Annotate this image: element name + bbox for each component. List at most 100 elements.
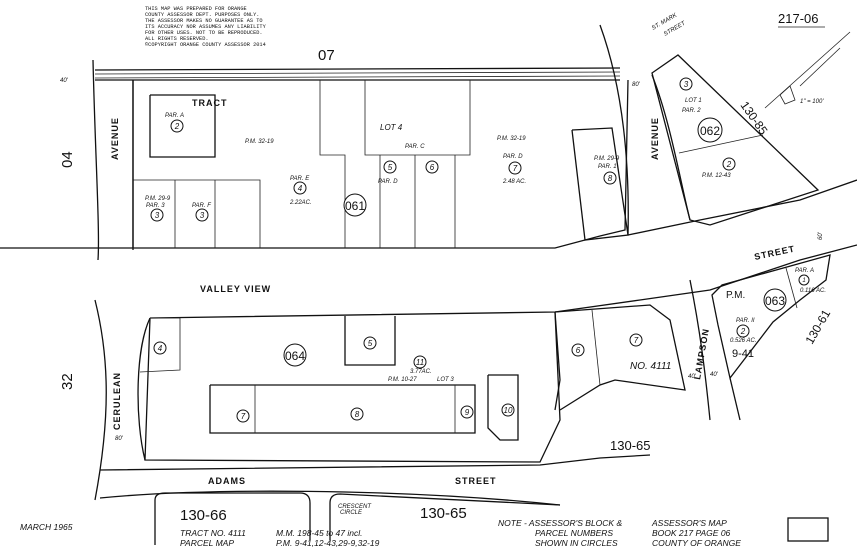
adjacent-map-right-mid: 130-61 — [802, 307, 833, 347]
adjacent-map-top: 07 — [318, 47, 335, 64]
parcel-number: 9 — [460, 405, 474, 419]
map-label: 0.116 AC. — [800, 288, 826, 294]
parcel-number: 5 — [363, 336, 377, 350]
parcel-line — [785, 267, 798, 309]
street-label-street-bottom: STREET — [455, 476, 497, 486]
map-label: 9 — [465, 408, 470, 417]
book-line: BOOK 217 PAGE 06 — [652, 528, 731, 538]
street-label-street-right: STREET — [753, 244, 796, 262]
map-line — [343, 193, 367, 217]
avenue-left-edge — [92, 59, 100, 261]
map-line — [283, 343, 307, 367]
map-line — [94, 75, 621, 79]
parcel-number: 5 — [383, 160, 397, 174]
street-label-cerulean: CERULEAN — [112, 372, 122, 430]
map-label: TRACT — [192, 98, 228, 108]
map-label: PAR. F — [192, 203, 211, 209]
parcel-map-label: PARCEL MAP — [180, 538, 234, 548]
map-line — [799, 47, 841, 87]
map-line — [798, 274, 810, 286]
cerulean-west-edge — [94, 299, 107, 501]
block-063 — [711, 254, 831, 380]
disclaimer-line: ALL RIGHTS RESERVED. — [145, 36, 209, 42]
map-label: 2 — [740, 327, 746, 336]
mm-reference: M.M. 198-45 to 47 incl. — [276, 528, 362, 538]
parcel-number: 11 — [413, 355, 427, 369]
legend-box — [787, 517, 829, 542]
book-line: ASSESSOR'S MAP — [651, 518, 727, 528]
map-line — [779, 85, 796, 105]
parcel-number: 3 — [679, 77, 693, 91]
map-label: 2.48 AC. — [502, 179, 526, 185]
map-label: 1 — [802, 278, 805, 284]
map-line — [508, 161, 522, 175]
map-label: P.M. 29-9 — [594, 156, 620, 162]
note-line: SHOWN IN CIRCLES — [535, 538, 618, 548]
map-line — [413, 355, 427, 369]
adjacent-map-left-top: 04 — [59, 151, 76, 168]
map-line — [94, 67, 621, 71]
map-line — [139, 317, 181, 373]
map-line — [591, 309, 601, 386]
map-line — [554, 304, 686, 411]
street-label-avenue-right: AVENUE — [650, 117, 660, 160]
disclaimer: THIS MAP WAS PREPARED FOR ORANGE COUNTY … — [145, 6, 267, 48]
map-label: 10 — [504, 406, 513, 415]
parcel-number: 4 — [153, 341, 167, 355]
map-label: 2.22AC. — [289, 200, 312, 206]
parcel-number: 6 — [571, 343, 585, 357]
avenue-right-west-edge — [599, 24, 629, 236]
map-line — [554, 311, 561, 411]
map-line — [319, 80, 346, 248]
scale-label: 1" = 100' — [800, 99, 824, 105]
map-line — [236, 409, 250, 423]
map-label: 4 — [298, 184, 303, 193]
map-label: LOT 1 — [685, 98, 702, 104]
map-line — [764, 31, 851, 109]
map-label: PAR. II — [736, 318, 755, 324]
map-label: 7 — [634, 336, 639, 345]
map-label: 7 — [513, 164, 518, 173]
map-line — [571, 343, 585, 357]
map-label: 5 — [368, 339, 373, 348]
parcel-number: 2 — [170, 119, 184, 133]
map-label: 061 — [345, 199, 365, 213]
parcel-number: 8 — [603, 171, 617, 185]
valley-view-south-edge — [149, 244, 857, 319]
width-label: 80' — [115, 436, 124, 442]
map-line — [363, 336, 377, 350]
map-line — [501, 403, 515, 417]
parcel-number: 2 — [722, 157, 736, 171]
parcel-number: 3 — [195, 208, 209, 222]
map-line — [736, 324, 750, 338]
disclaimer-line: THIS MAP WAS PREPARED FOR ORANGE — [145, 6, 247, 12]
book-line: COUNTY OF ORANGE — [652, 538, 741, 548]
map-label: 3 — [200, 211, 205, 220]
adjacent-map-left-bottom: 32 — [59, 373, 76, 390]
map-label: NO. 4111 — [630, 361, 671, 372]
map-line — [460, 405, 474, 419]
map-label: 3.77AC. — [410, 369, 432, 375]
width-label: 40' — [710, 372, 719, 378]
adams-north-edge — [99, 454, 651, 471]
width-label: 40' — [688, 374, 697, 380]
map-label: 7 — [241, 412, 246, 421]
map-line — [679, 77, 693, 91]
block-number-063: 063 — [763, 288, 787, 312]
disclaimer-line: THE ASSESSOR MAKES NO GUARANTEE AS TO — [145, 18, 263, 24]
map-label: 0.526 AC. — [730, 338, 756, 344]
map-label: PAR. 1 — [598, 164, 617, 170]
map-line — [195, 208, 209, 222]
parcel-line — [678, 134, 764, 154]
map-number: 217-06 — [778, 11, 818, 26]
map-label: 8 — [355, 410, 360, 419]
disclaimer-line: ITS ACCURACY NOR ASSUMES ANY LIABILITY — [145, 24, 267, 30]
parcel-number: 7 — [236, 409, 250, 423]
parcel-number: 1 — [798, 274, 810, 286]
parcel-number: 8 — [350, 407, 364, 421]
map-line — [629, 333, 643, 347]
block-062 — [651, 54, 820, 226]
street-label-adams: ADAMS — [208, 476, 246, 486]
bottom-center-block — [329, 493, 561, 540]
